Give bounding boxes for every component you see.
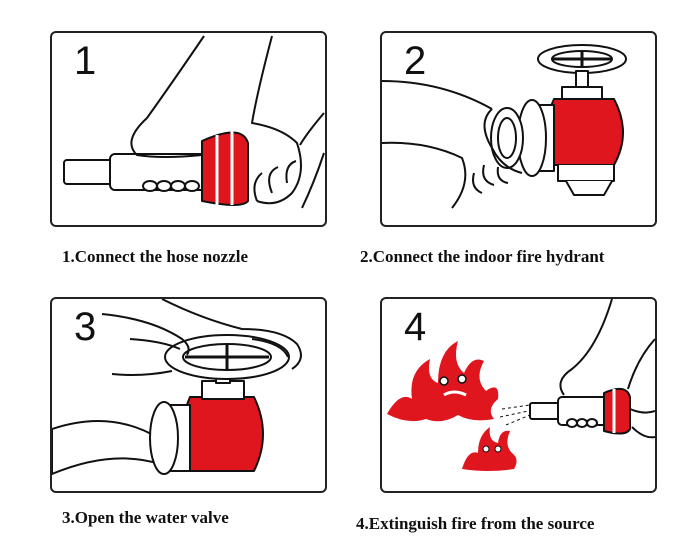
hose-coupling-icon xyxy=(603,387,631,435)
step-2-caption: 2.Connect the indoor fire hydrant xyxy=(360,247,605,266)
hand-icon xyxy=(382,80,523,209)
step-3-illustration xyxy=(52,299,302,475)
step-2-number: 2 xyxy=(404,39,427,83)
step-4-panel: 4 xyxy=(380,297,657,493)
hand-icon xyxy=(101,299,302,376)
step-1-panel: 1 xyxy=(50,31,327,227)
fire-icon xyxy=(387,341,499,422)
step-2-panel: 2 xyxy=(380,31,657,227)
hydrant-valve-icon xyxy=(517,44,627,196)
step-1-illustration xyxy=(63,35,325,209)
step-2-illustration xyxy=(382,44,627,209)
step-1-number: 1 xyxy=(74,39,97,83)
step-3-panel: 3 xyxy=(50,297,327,493)
hydrant-valve-icon xyxy=(149,334,290,475)
step-4-number: 4 xyxy=(404,305,427,349)
hose-coupling-icon xyxy=(490,107,524,169)
hose-coupling-icon xyxy=(201,131,249,206)
step-1-caption: 1.Connect the hose nozzle xyxy=(62,247,249,266)
step-3-caption: 3.Open the water valve xyxy=(62,508,229,527)
hose-nozzle-icon xyxy=(63,153,211,192)
step-4-caption: 4.Extinguish fire from the source xyxy=(356,514,595,533)
hand-icon xyxy=(130,35,325,209)
hand-icon xyxy=(559,299,655,439)
step-4-illustration xyxy=(387,299,655,471)
fire-icon xyxy=(462,427,517,471)
step-3-number: 3 xyxy=(74,305,97,349)
hose-nozzle-icon xyxy=(529,396,609,428)
